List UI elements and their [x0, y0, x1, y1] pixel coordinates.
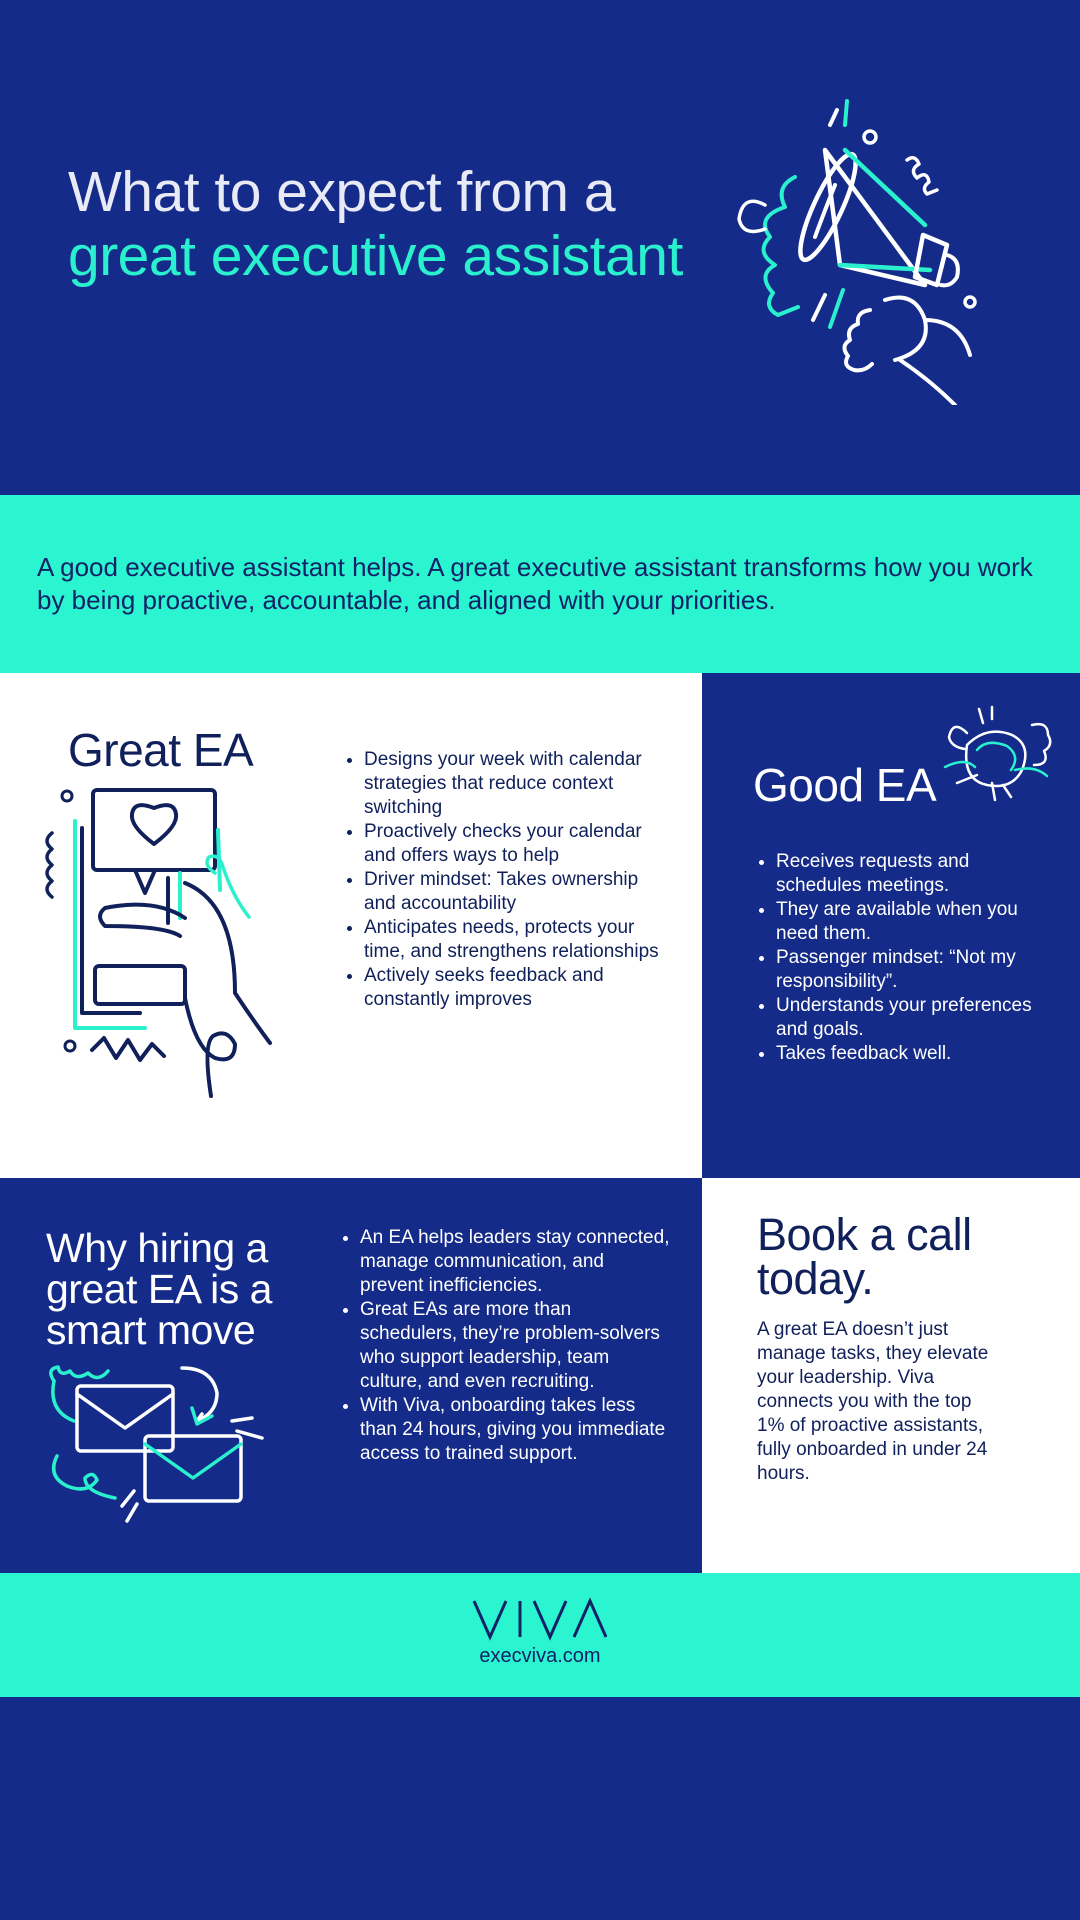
- good-ea-title: Good EA: [753, 759, 937, 811]
- list-item: Actively seeks feedback and constantly i…: [364, 964, 666, 1012]
- list-item: Great EAs are more than schedulers, they…: [360, 1298, 672, 1394]
- why-title: Why hiring a great EA is a smart move: [46, 1225, 272, 1353]
- list-item: Understands your preferences and goals.: [776, 994, 1058, 1042]
- list-item: Designs your week with calendar strategi…: [364, 748, 666, 820]
- book-call-title: Book a call today.: [757, 1209, 972, 1304]
- list-item: They are available when you need them.: [776, 898, 1058, 946]
- list-item: Proactively checks your calendar and off…: [364, 820, 666, 868]
- great-ea-list: Designs your week with calendar strategi…: [346, 748, 666, 1012]
- website-link[interactable]: execviva.com: [479, 1645, 601, 1667]
- phone-heart-icon: [45, 788, 272, 1098]
- list-item: Passenger mindset: “Not my responsibilit…: [776, 946, 1058, 994]
- great-ea-section: Great EA Designs your week with calendar…: [0, 673, 702, 1178]
- why-section: Why hiring a great EA is a smart move An…: [0, 1178, 702, 1573]
- footer: execviva.com: [0, 1573, 1080, 1697]
- book-call-text: A great EA doesn’t just manage tasks, th…: [757, 1319, 989, 1484]
- envelopes-icon: [49, 1365, 264, 1523]
- title-line-2: great executive assistant: [68, 224, 683, 288]
- hero-section: What to expect from a great executive as…: [0, 0, 1080, 495]
- high-five-icon: [943, 705, 1052, 802]
- good-ea-list: Receives requests and schedules meetings…: [758, 850, 1058, 1066]
- intro-banner: A good executive assistant helps. A grea…: [0, 495, 1080, 673]
- good-ea-section: Good EA Receives requests and schedules …: [702, 673, 1080, 1178]
- title-line-1: What to expect from a: [68, 160, 616, 224]
- list-item: With Viva, onboarding takes less than 24…: [360, 1394, 672, 1466]
- list-item: Receives requests and schedules meetings…: [776, 850, 1058, 898]
- page-title: What to expect from a great executive as…: [68, 160, 683, 288]
- great-ea-title: Great EA: [68, 724, 254, 776]
- why-list: An EA helps leaders stay connected, mana…: [342, 1226, 672, 1466]
- list-item: Anticipates needs, protects your time, a…: [364, 916, 666, 964]
- list-item: Takes feedback well.: [776, 1042, 1058, 1066]
- viva-logo: [472, 1597, 608, 1641]
- list-item: An EA helps leaders stay connected, mana…: [360, 1226, 672, 1298]
- list-item: Driver mindset: Takes ownership and acco…: [364, 868, 666, 916]
- intro-text: A good executive assistant helps. A grea…: [37, 552, 1033, 615]
- book-call-section: Book a call today. A great EA doesn’t ju…: [702, 1178, 1080, 1573]
- megaphone-icon: [737, 99, 977, 405]
